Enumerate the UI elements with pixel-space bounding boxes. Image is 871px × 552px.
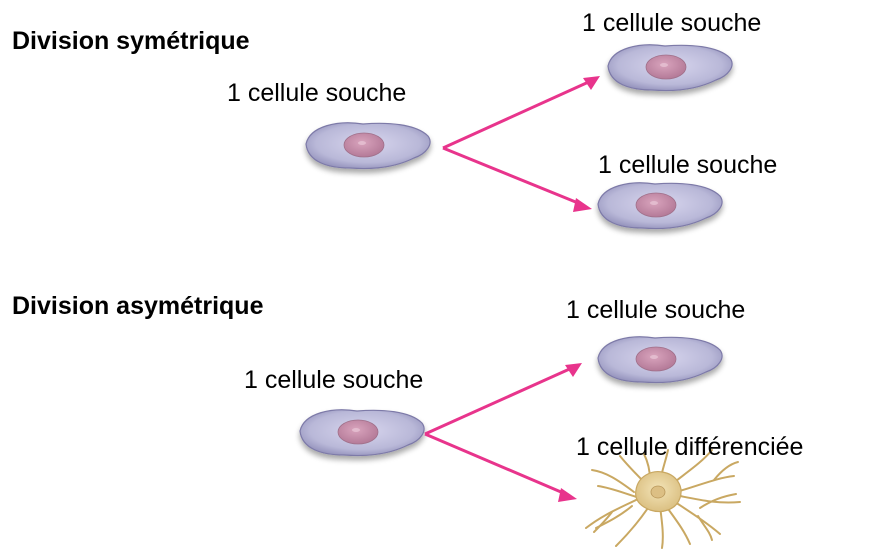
stem-cell-icon [608, 45, 732, 91]
asymmetric-parent-label: 1 cellule souche [244, 366, 423, 395]
differentiated-cell-icon [636, 472, 681, 512]
symmetric-daughter-top-label: 1 cellule souche [582, 9, 761, 38]
stem-cell-icon [300, 410, 424, 456]
asymmetric-daughter-top-label: 1 cellule souche [566, 296, 745, 325]
asymmetric-division-title: Division asymétrique [12, 292, 263, 321]
stem-cell-icon [306, 123, 430, 169]
asymmetric-daughter-bottom-label: 1 cellule différenciée [576, 433, 803, 462]
symmetric-division-title: Division symétrique [12, 27, 250, 56]
stem-cell-icon [598, 337, 722, 383]
arrow-icon [443, 76, 600, 148]
arrow-icon [425, 363, 582, 434]
arrow-icon [443, 148, 592, 212]
symmetric-parent-label: 1 cellule souche [227, 79, 406, 108]
arrow-icon [425, 434, 577, 502]
stem-cell-icon [598, 183, 722, 229]
symmetric-daughter-bottom-label: 1 cellule souche [598, 151, 777, 180]
